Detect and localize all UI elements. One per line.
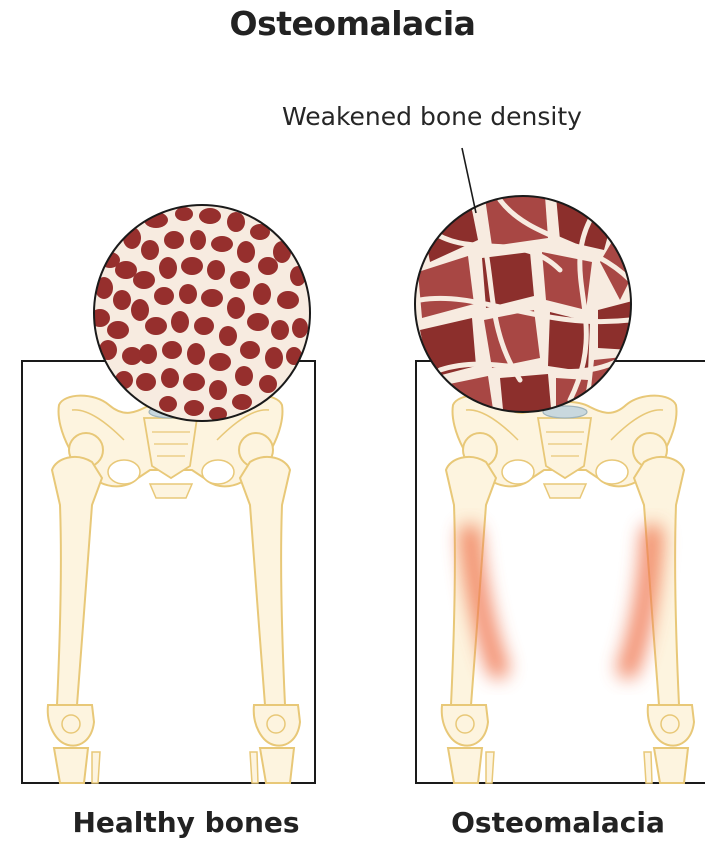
callout-leader-line	[462, 148, 476, 213]
caption-healthy-bones: Healthy bones	[36, 806, 336, 839]
caption-osteomalacia: Osteomalacia	[408, 806, 705, 839]
